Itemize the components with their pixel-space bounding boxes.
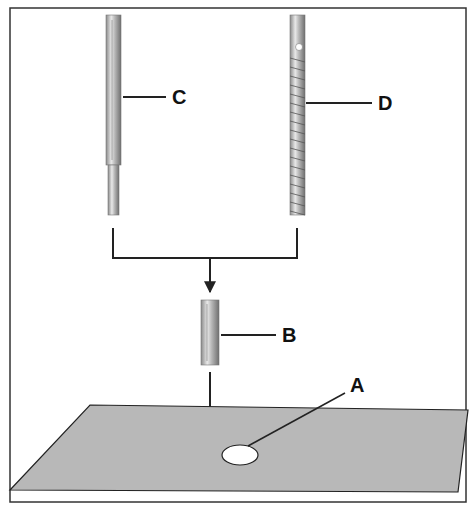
tube-b: [201, 300, 219, 365]
thread-stroke: [290, 94, 305, 98]
thread-stroke: [290, 193, 305, 197]
thread-stroke: [290, 121, 305, 125]
thread-stroke: [290, 112, 305, 116]
thread-stroke: [290, 139, 305, 143]
callout-letter: D: [378, 93, 392, 113]
thread-stroke: [290, 76, 305, 80]
thread-stroke: [290, 184, 305, 188]
rod-c: [106, 15, 121, 215]
thread-stroke: [290, 58, 305, 62]
thread-stroke: [290, 130, 305, 134]
thread-stroke: [290, 166, 305, 170]
callout-letter: A: [350, 375, 364, 395]
leader-line: [221, 334, 276, 336]
thread-stroke: [290, 175, 305, 179]
thread-stroke: [290, 157, 305, 161]
thread-stroke: [290, 103, 305, 107]
plate: [10, 405, 468, 492]
bracket: [113, 228, 297, 292]
thread-stroke: [290, 202, 305, 206]
leader-line: [306, 102, 372, 104]
thread-stroke: [290, 211, 305, 215]
thread-stroke: [290, 67, 305, 71]
thread-stroke: [290, 148, 305, 152]
hole: [222, 445, 258, 465]
thread-stroke: [290, 85, 305, 89]
callout-letter: B: [282, 325, 296, 345]
callout-letter: C: [172, 87, 186, 107]
threaded-rod-d: [290, 15, 305, 215]
leader-line: [248, 393, 345, 446]
leader-line: [123, 96, 166, 98]
